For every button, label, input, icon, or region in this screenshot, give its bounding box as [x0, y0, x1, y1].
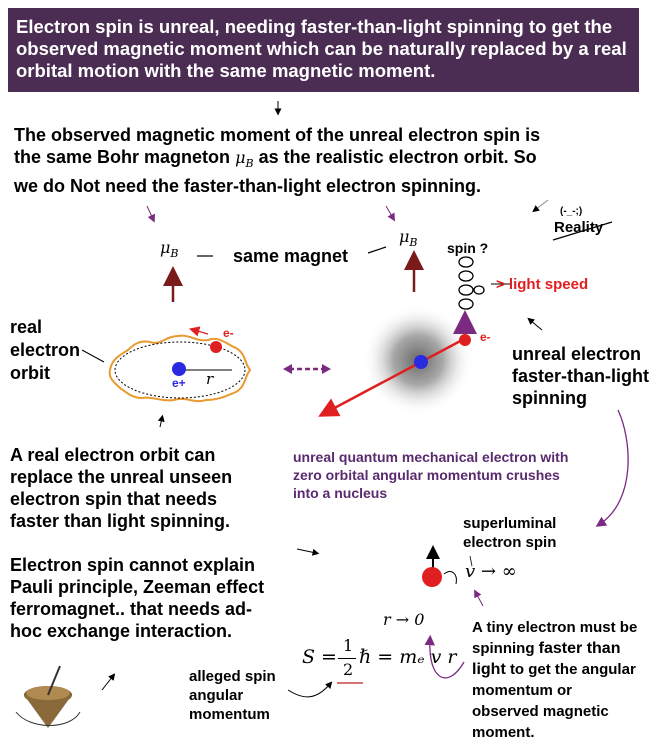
- alleged-spin-label: alleged spin angular momentum: [189, 668, 276, 723]
- spin-electron-label: e-: [480, 330, 491, 344]
- mu-dash-right: [367, 246, 387, 254]
- reality-strike: [552, 221, 613, 241]
- radius-to-zero: r → 0: [383, 610, 425, 629]
- alleged-spin-pointer: [287, 681, 333, 698]
- pauli-pointer: [296, 548, 320, 556]
- mu-b-label-right: μB: [399, 227, 418, 250]
- purple-pointer-bottom-b: [474, 589, 484, 607]
- orbit-label-pointer: [81, 349, 105, 363]
- spin-electron-dot: [459, 334, 471, 346]
- intro-line-1: The observed magnetic moment of the unre…: [14, 125, 541, 145]
- pointer-tick-left: [146, 205, 155, 223]
- top-pointer: [101, 673, 116, 691]
- radius-label: r: [206, 370, 214, 388]
- real-orbit-label: real electron orbit: [10, 317, 81, 383]
- orbit-electron-dot: [210, 341, 222, 353]
- unreal-spin-label: unreal electron faster-than-light spinni…: [512, 344, 649, 408]
- replace-orbit-text: A real electron orbit can replace the un…: [10, 445, 233, 531]
- pointer-tick-right: [385, 205, 396, 222]
- light-speed-label: > light speed: [496, 276, 589, 293]
- orbit-path-dashed: [114, 341, 246, 399]
- spin-equation-lhs: S =: [302, 646, 337, 668]
- replace-pointer: [157, 414, 165, 428]
- emoticon-label: (-_-;): [560, 206, 583, 217]
- intro-paragraph: The observed magnetic moment of the unre…: [14, 124, 654, 197]
- superluminal-electron-dot: [422, 567, 442, 587]
- header-text: Electron spin is unreal, needing faster-…: [16, 16, 627, 81]
- purple-curve-arrow: [595, 409, 629, 527]
- unreal-pointer: [527, 317, 543, 331]
- same-magnet-label: same magnet: [233, 246, 349, 266]
- red-momentum-arrow: [318, 336, 467, 417]
- tiny-electron-text: A tiny electron must be spinning faster …: [472, 619, 638, 741]
- spin-coil-icon: [458, 256, 485, 310]
- reality-pointer: [532, 199, 549, 213]
- spin-equation-denominator: 2: [343, 660, 354, 679]
- reality-label: Reality: [554, 219, 604, 236]
- bohr-magneton-symbol: μB: [235, 148, 254, 171]
- proton-dot: [172, 362, 186, 376]
- purple-curve-bottom-a: [424, 634, 465, 679]
- spin-equation-numerator: 1: [343, 636, 354, 655]
- quantum-note: unreal quantum mechanical electron with …: [293, 449, 569, 501]
- intro-line-3: we do Not need the faster-than-light ele…: [14, 176, 482, 197]
- proton-label: e+: [172, 376, 186, 390]
- orbit-electron-label: e-: [223, 326, 234, 340]
- superluminal-label: superluminal electron spin: [463, 515, 557, 551]
- real-orbit-wave: [108, 334, 252, 403]
- spin-equation-rhs: ℏ = mₑ v r: [359, 646, 457, 668]
- spinning-top-icon: [15, 665, 81, 728]
- pauli-text: Electron spin cannot explain Pauli princ…: [10, 555, 265, 641]
- spin-question-label: spin ?: [447, 240, 489, 256]
- header-banner: [8, 8, 639, 92]
- mu-b-label-left: μB: [160, 238, 179, 261]
- velocity-infinity: v → ∞: [465, 561, 517, 582]
- nucleus-dot: [414, 355, 428, 369]
- intro-line-2: the same Bohr magneton μB as the realist…: [14, 147, 537, 171]
- orbit-motion-arrow: [189, 326, 209, 337]
